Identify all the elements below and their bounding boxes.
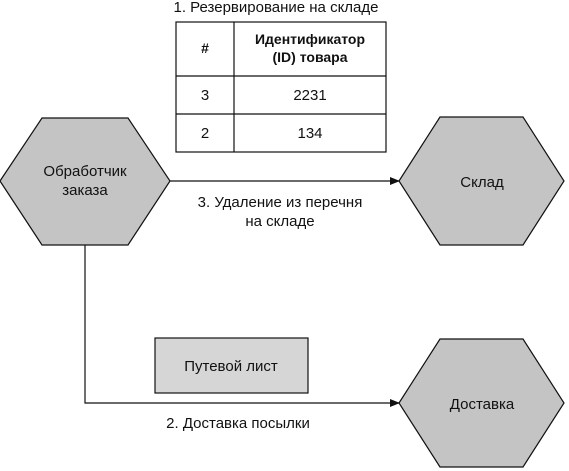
table-header-id-line2: (ID) товара — [273, 49, 348, 65]
waybill-box — [154, 337, 309, 394]
table-header-id-line1: Идентификатор — [255, 31, 365, 47]
order-handler-label-line2: заказа — [62, 182, 108, 199]
order-handler-label-line1: Обработчик — [43, 163, 127, 180]
table-cell-number: 3 — [201, 87, 209, 104]
order-handler-hexagon — [0, 117, 171, 246]
table-cell-id: 2231 — [293, 87, 326, 104]
table-cell-id: 134 — [297, 125, 322, 142]
warehouse-hexagon — [398, 116, 565, 246]
delivery-hexagon — [398, 338, 565, 468]
edge-label-remove-line1: 3. Удаление из перечня — [198, 194, 363, 211]
table-cell-number: 2 — [201, 125, 209, 142]
table-caption: 1. Резервирование на складе — [174, 0, 379, 16]
warehouse-label: Склад — [460, 174, 504, 191]
table-header-number: # — [201, 40, 209, 56]
edge-label-remove-line2: на складе — [245, 213, 314, 230]
table-border — [175, 21, 387, 153]
arrow-to-delivery — [84, 245, 400, 407]
edge-label-delivery: 2. Доставка посылки — [166, 415, 310, 432]
delivery-label: Доставка — [450, 396, 515, 413]
reservation-table: # Идентификатор (ID) товара 3 2231 2 134 — [175, 21, 387, 153]
waybill-label: Путевой лист — [184, 358, 278, 375]
